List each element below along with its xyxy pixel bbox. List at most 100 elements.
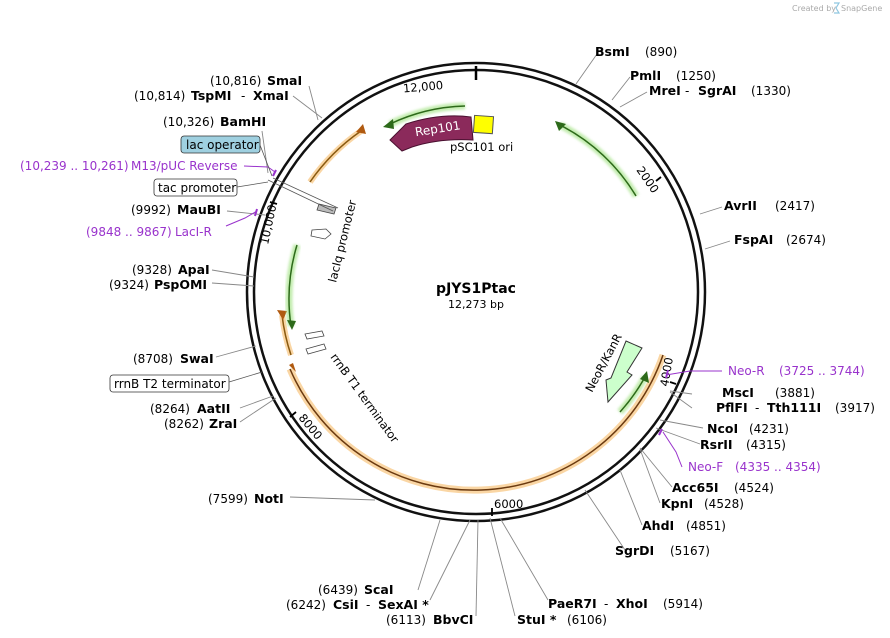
site-maubi-pos: (9992) bbox=[131, 203, 171, 217]
site-tth111i-pos: (3917) bbox=[835, 401, 875, 415]
site-pmli-pos: (1250) bbox=[676, 69, 716, 83]
site-swai-pos: (8708) bbox=[133, 352, 173, 366]
site-pspomi-pos: (9324) bbox=[109, 278, 149, 292]
primer-m13-range: (10,239 .. 10,261) bbox=[20, 159, 129, 173]
primer-laci-r-range: (9848 .. 9867) bbox=[86, 225, 172, 239]
site-sgrdi-pos: (5167) bbox=[670, 544, 710, 558]
site-apai: ApaI bbox=[178, 262, 210, 277]
site-msci: MscI bbox=[722, 385, 754, 400]
site-rsrii: RsrII bbox=[700, 437, 733, 452]
neo-feature bbox=[605, 340, 643, 404]
orange-arrowheads bbox=[277, 124, 366, 372]
site-bbvci: BbvCI bbox=[433, 612, 473, 627]
site-xhoi: XhoI bbox=[616, 596, 648, 611]
site-bamhi: BamHI bbox=[220, 114, 266, 129]
backbone-outer bbox=[245, 61, 707, 523]
site-stui-pos: (6106) bbox=[567, 613, 607, 627]
site-smai: SmaI bbox=[267, 73, 302, 88]
primer-neo-r-range: (3725 .. 3744) bbox=[779, 364, 865, 378]
site-acc65i: Acc65I bbox=[672, 480, 719, 495]
site-kpni: KpnI bbox=[661, 496, 693, 511]
snapgene-logo-icon bbox=[834, 2, 841, 14]
site-sgrai: SgrAI bbox=[698, 83, 736, 98]
primer-neo-f: Neo-F bbox=[688, 460, 723, 474]
tick-12000: 12,000 bbox=[402, 78, 443, 95]
site-noti-pos: (7599) bbox=[208, 492, 248, 506]
site-paer7i-dash: - bbox=[604, 597, 608, 611]
site-paer7i: PaeR7I bbox=[548, 596, 597, 611]
site-kpni-pos: (4528) bbox=[704, 497, 744, 511]
svg-text:rrnB T2 terminator: rrnB T2 terminator bbox=[114, 377, 226, 391]
site-stui: StuI * bbox=[517, 612, 557, 627]
site-scai: ScaI bbox=[364, 582, 394, 597]
site-tth111i: Tth111I bbox=[767, 400, 821, 415]
tick-6000: 6000 bbox=[494, 497, 523, 511]
site-tspmi-pos: (10,814) bbox=[134, 89, 185, 103]
site-bamhi-pos: (10,326) bbox=[163, 115, 214, 129]
site-fspai-pos: (2674) bbox=[786, 233, 826, 247]
primer-marks bbox=[254, 169, 669, 436]
rrnb-t1-label: rrnB T1 terminator bbox=[328, 351, 402, 446]
site-pmli: PmlI bbox=[630, 68, 661, 83]
plasmid-size: 12,273 bp bbox=[448, 298, 504, 311]
ori-label: pSC101 ori bbox=[450, 140, 513, 154]
credit-brand: SnapGene bbox=[841, 4, 882, 13]
site-bbvci-pos: (6113) bbox=[386, 613, 426, 627]
site-acc65i-pos: (4524) bbox=[734, 481, 774, 495]
site-sgrdi: SgrDI bbox=[615, 543, 654, 558]
site-tspmi: TspMI bbox=[191, 88, 231, 103]
site-avrii: AvrII bbox=[724, 198, 757, 213]
site-csii-dash: - bbox=[366, 598, 370, 612]
primer-m13: M13/pUC Reverse bbox=[131, 159, 238, 173]
plasmid-name: pJYS1Ptac bbox=[436, 281, 516, 297]
small-features bbox=[267, 177, 339, 355]
site-pflfi-dash: - bbox=[755, 401, 759, 415]
site-smai-pos: (10,816) bbox=[210, 74, 261, 88]
site-rsrii-pos: (4315) bbox=[746, 438, 786, 452]
green-feature-arcs bbox=[285, 102, 649, 415]
site-pflfi: PflFI bbox=[716, 400, 748, 415]
primer-neo-f-range: (4335 .. 4354) bbox=[735, 460, 821, 474]
site-scai-pos: (6439) bbox=[318, 583, 358, 597]
site-sexai: SexAI * bbox=[378, 597, 429, 612]
lac-operator-box: lac operator bbox=[180, 135, 273, 177]
primer-laci-r: LacI-R bbox=[175, 225, 212, 239]
site-aatii: AatII bbox=[197, 401, 230, 416]
site-pspomi: PspOMI bbox=[154, 277, 207, 292]
site-xmai: XmaI bbox=[253, 88, 289, 103]
site-tspmi-dash: - bbox=[241, 89, 245, 103]
site-aatii-pos: (8264) bbox=[150, 402, 190, 416]
site-apai-pos: (9328) bbox=[132, 263, 172, 277]
site-xhoi-pos: (5914) bbox=[663, 597, 703, 611]
site-bsmi: BsmI bbox=[595, 44, 630, 59]
site-csii: CsiI bbox=[333, 597, 359, 612]
site-bsmi-pos: (890) bbox=[645, 45, 677, 59]
site-sgrai-pos: (1330) bbox=[751, 84, 791, 98]
primer-leaders bbox=[225, 165, 722, 468]
ori-box bbox=[472, 114, 495, 135]
site-msci-pos: (3881) bbox=[775, 386, 815, 400]
site-ncoi: NcoI bbox=[707, 421, 738, 436]
site-ahdi: AhdI bbox=[642, 518, 674, 533]
site-zrai-pos: (8262) bbox=[164, 417, 204, 431]
site-csii-pos: (6242) bbox=[286, 598, 326, 612]
site-noti: NotI bbox=[254, 491, 284, 506]
site-swai: SwaI bbox=[180, 351, 214, 366]
site-mrei-dash: - bbox=[685, 84, 689, 98]
site-leader-lines bbox=[211, 53, 731, 617]
credit-created-by: Created by bbox=[792, 4, 836, 13]
site-ncoi-pos: (4231) bbox=[749, 422, 789, 436]
primer-neo-r: Neo-R bbox=[728, 364, 765, 378]
orange-feature-arcs bbox=[279, 128, 667, 494]
site-avrii-pos: (2417) bbox=[775, 199, 815, 213]
rep101-feature bbox=[389, 115, 474, 152]
tick-10000: 10,000 bbox=[257, 203, 279, 245]
site-mrei: MreI bbox=[649, 83, 681, 98]
site-ahdi-pos: (4851) bbox=[686, 519, 726, 533]
site-fspai: FspAI bbox=[734, 232, 773, 247]
tac-promoter-box: tac promoter bbox=[153, 178, 269, 197]
svg-text:tac promoter: tac promoter bbox=[158, 181, 236, 195]
rrnb-t2-box: rrnB T2 terminator bbox=[109, 371, 263, 393]
